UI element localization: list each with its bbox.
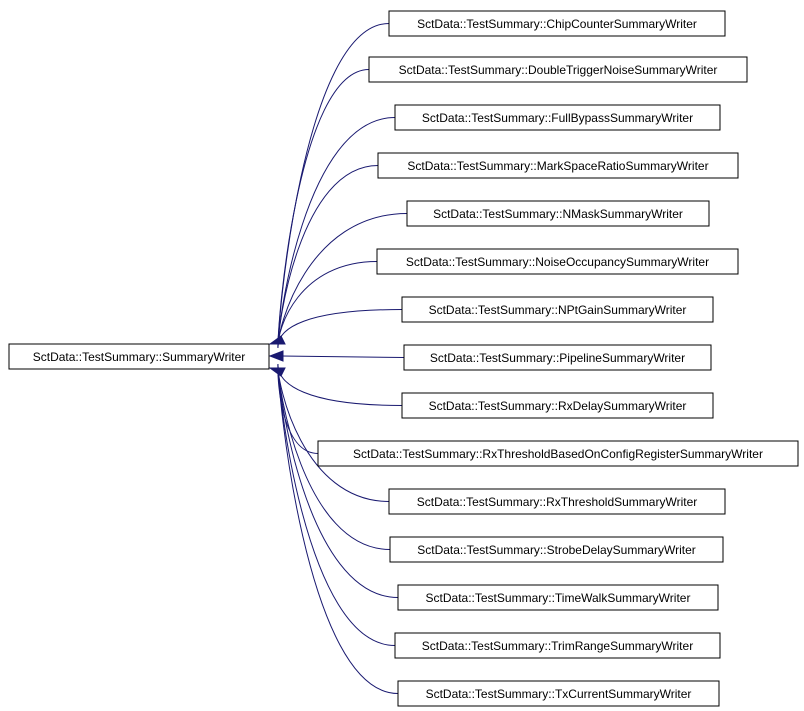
derived-class-node-full-bypass-summary-writer[interactable]: SctData::TestSummary::FullBypassSummaryW… bbox=[394, 104, 721, 131]
derived-class-box bbox=[394, 104, 721, 131]
derived-class-label: SctData::TestSummary::ChipCounterSummary… bbox=[417, 17, 697, 31]
derived-class-label: SctData::TestSummary::MarkSpaceRatioSumm… bbox=[407, 159, 708, 173]
inheritance-arrowhead bbox=[268, 367, 286, 377]
derived-class-node-rx-delay-summary-writer[interactable]: SctData::TestSummary::RxDelaySummaryWrit… bbox=[401, 392, 714, 419]
derived-class-label: SctData::TestSummary::NPtGainSummaryWrit… bbox=[429, 303, 687, 317]
derived-class-box bbox=[401, 392, 714, 419]
derived-class-node-mark-space-ratio-summary-writer[interactable]: SctData::TestSummary::MarkSpaceRatioSumm… bbox=[377, 152, 739, 179]
edge-pipeline-summary-writer bbox=[280, 355, 405, 358]
derived-class-box bbox=[388, 10, 726, 37]
edge-mark-space-ratio-summary-writer bbox=[277, 165, 379, 349]
base-class-node[interactable]: SctData::TestSummary::SummaryWriter bbox=[8, 343, 270, 370]
derived-class-label: SctData::TestSummary::StrobeDelaySummary… bbox=[417, 543, 696, 557]
derived-class-label: SctData::TestSummary::NMaskSummaryWriter bbox=[433, 207, 683, 221]
edge-tx-current-summary-writer bbox=[277, 363, 399, 694]
derived-class-nodes: SctData::TestSummary::ChipCounterSummary… bbox=[317, 10, 799, 707]
derived-class-label: SctData::TestSummary::TxCurrentSummaryWr… bbox=[426, 687, 692, 701]
derived-class-box bbox=[401, 296, 714, 323]
derived-class-box bbox=[397, 680, 720, 707]
base-class-label: SctData::TestSummary::SummaryWriter bbox=[33, 350, 245, 364]
derived-class-node-time-walk-summary-writer[interactable]: SctData::TestSummary::TimeWalkSummaryWri… bbox=[397, 584, 719, 611]
derived-class-node-nmask-summary-writer[interactable]: SctData::TestSummary::NMaskSummaryWriter bbox=[406, 200, 710, 227]
derived-class-box bbox=[394, 632, 721, 659]
derived-class-box bbox=[389, 536, 724, 563]
edge-nmask-summary-writer bbox=[277, 213, 408, 349]
derived-class-label: SctData::TestSummary::TrimRangeSummaryWr… bbox=[422, 639, 693, 653]
derived-class-label: SctData::TestSummary::RxThresholdSummary… bbox=[417, 495, 698, 509]
derived-class-box bbox=[368, 56, 748, 83]
inheritance-arrowhead bbox=[268, 350, 284, 362]
derived-class-label: SctData::TestSummary::TimeWalkSummaryWri… bbox=[426, 591, 691, 605]
derived-class-label: SctData::TestSummary::RxDelaySummaryWrit… bbox=[429, 399, 687, 413]
derived-class-node-trim-range-summary-writer[interactable]: SctData::TestSummary::TrimRangeSummaryWr… bbox=[394, 632, 721, 659]
derived-class-box bbox=[397, 584, 719, 611]
edge-noise-occupancy-summary-writer bbox=[277, 261, 378, 349]
derived-class-label: SctData::TestSummary::FullBypassSummaryW… bbox=[422, 111, 693, 125]
edge-trim-range-summary-writer bbox=[277, 363, 396, 646]
derived-class-label: SctData::TestSummary::RxThresholdBasedOn… bbox=[353, 447, 763, 461]
inheritance-edges bbox=[268, 23, 408, 694]
edge-npt-gain-summary-writer bbox=[277, 309, 403, 349]
derived-class-node-strobe-delay-summary-writer[interactable]: SctData::TestSummary::StrobeDelaySummary… bbox=[389, 536, 724, 563]
derived-class-box bbox=[377, 152, 739, 179]
derived-class-node-rx-threshold-based-on-config-register-summary-writer[interactable]: SctData::TestSummary::RxThresholdBasedOn… bbox=[317, 440, 799, 467]
edge-rx-delay-summary-writer bbox=[277, 363, 403, 406]
derived-class-node-noise-occupancy-summary-writer[interactable]: SctData::TestSummary::NoiseOccupancySumm… bbox=[376, 248, 739, 275]
derived-class-node-double-trigger-noise-summary-writer[interactable]: SctData::TestSummary::DoubleTriggerNoise… bbox=[368, 56, 748, 83]
derived-class-node-chip-counter-summary-writer[interactable]: SctData::TestSummary::ChipCounterSummary… bbox=[388, 10, 726, 37]
derived-class-node-tx-current-summary-writer[interactable]: SctData::TestSummary::TxCurrentSummaryWr… bbox=[397, 680, 720, 707]
derived-class-box bbox=[317, 440, 799, 467]
derived-class-label: SctData::TestSummary::NoiseOccupancySumm… bbox=[406, 255, 709, 269]
edge-time-walk-summary-writer bbox=[277, 363, 399, 598]
inheritance-arrowhead bbox=[268, 335, 286, 345]
derived-class-box bbox=[403, 344, 712, 371]
derived-class-box bbox=[388, 488, 726, 515]
edge-double-trigger-noise-summary-writer bbox=[277, 69, 370, 349]
derived-class-label: SctData::TestSummary::PipelineSummaryWri… bbox=[430, 351, 685, 365]
derived-class-node-rx-threshold-summary-writer[interactable]: SctData::TestSummary::RxThresholdSummary… bbox=[388, 488, 726, 515]
derived-class-node-npt-gain-summary-writer[interactable]: SctData::TestSummary::NPtGainSummaryWrit… bbox=[401, 296, 714, 323]
base-class-box bbox=[8, 343, 270, 370]
derived-class-node-pipeline-summary-writer[interactable]: SctData::TestSummary::PipelineSummaryWri… bbox=[403, 344, 712, 371]
derived-class-box bbox=[406, 200, 710, 227]
derived-class-box bbox=[376, 248, 739, 275]
derived-class-label: SctData::TestSummary::DoubleTriggerNoise… bbox=[399, 63, 718, 77]
